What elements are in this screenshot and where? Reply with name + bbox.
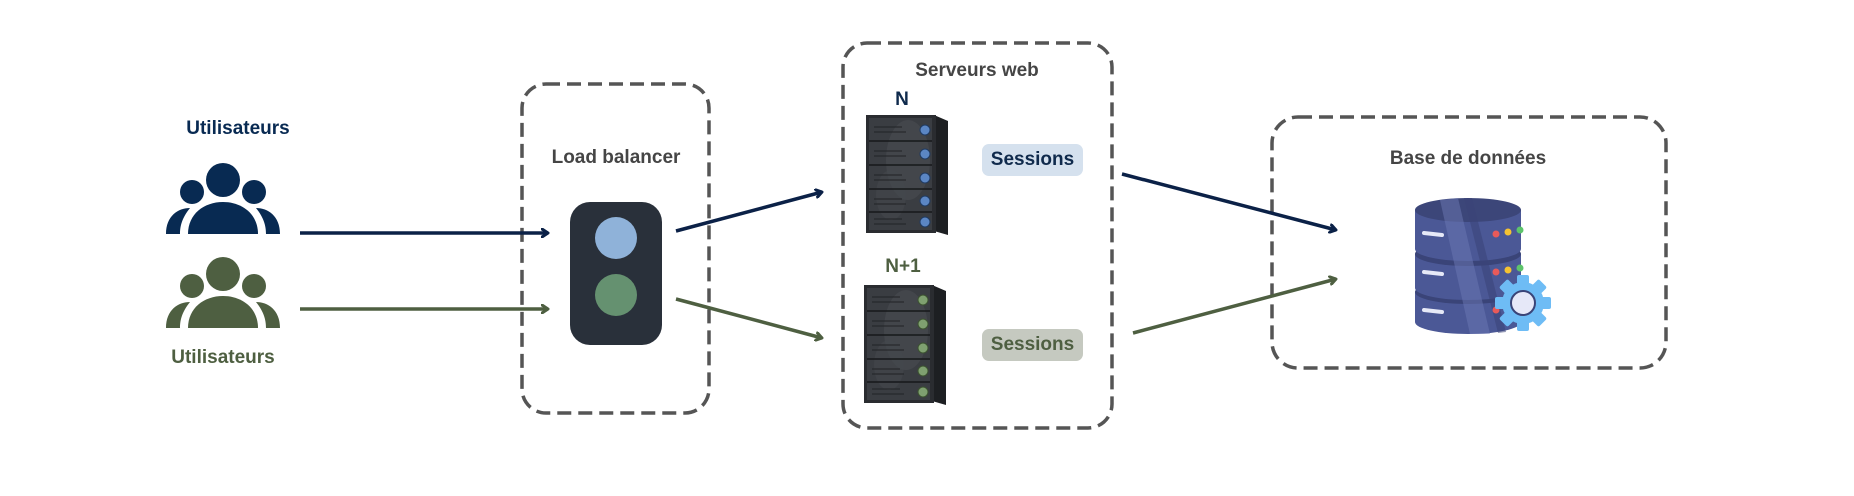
arrow-server-n-to-db (1121, 172, 1336, 230)
database-title: Base de données (1389, 148, 1547, 169)
users-primary-label: Utilisateurs (186, 118, 290, 139)
arrow-server-n1-to-db (1132, 279, 1336, 335)
load-balancer-icon (570, 202, 662, 345)
users-secondary-label: Utilisateurs (171, 347, 275, 368)
load-balancer-title: Load balancer (551, 147, 681, 168)
lb-light-top (595, 217, 637, 259)
load-balancer-container (520, 82, 711, 415)
lb-light-bottom (595, 274, 637, 316)
session-badge-n: Sessions (982, 144, 1083, 176)
database-container (1270, 115, 1668, 370)
web-servers-title: Serveurs web (915, 60, 1039, 81)
arrow-lb-to-server-n (675, 192, 822, 233)
gear-icon (1495, 275, 1551, 331)
users-group-icon-secondary (166, 257, 280, 328)
database-icon (1415, 198, 1551, 334)
server-rack-icon-n1 (864, 285, 946, 405)
server-n-label: N (895, 89, 909, 110)
web-servers-container (841, 41, 1114, 430)
server-rack-icon-n (866, 115, 948, 235)
arrow-lb-to-server-n1 (675, 297, 822, 338)
server-n1-label: N+1 (885, 256, 921, 277)
users-group-icon-primary (166, 163, 280, 234)
session-badge-n1: Sessions (982, 329, 1083, 361)
